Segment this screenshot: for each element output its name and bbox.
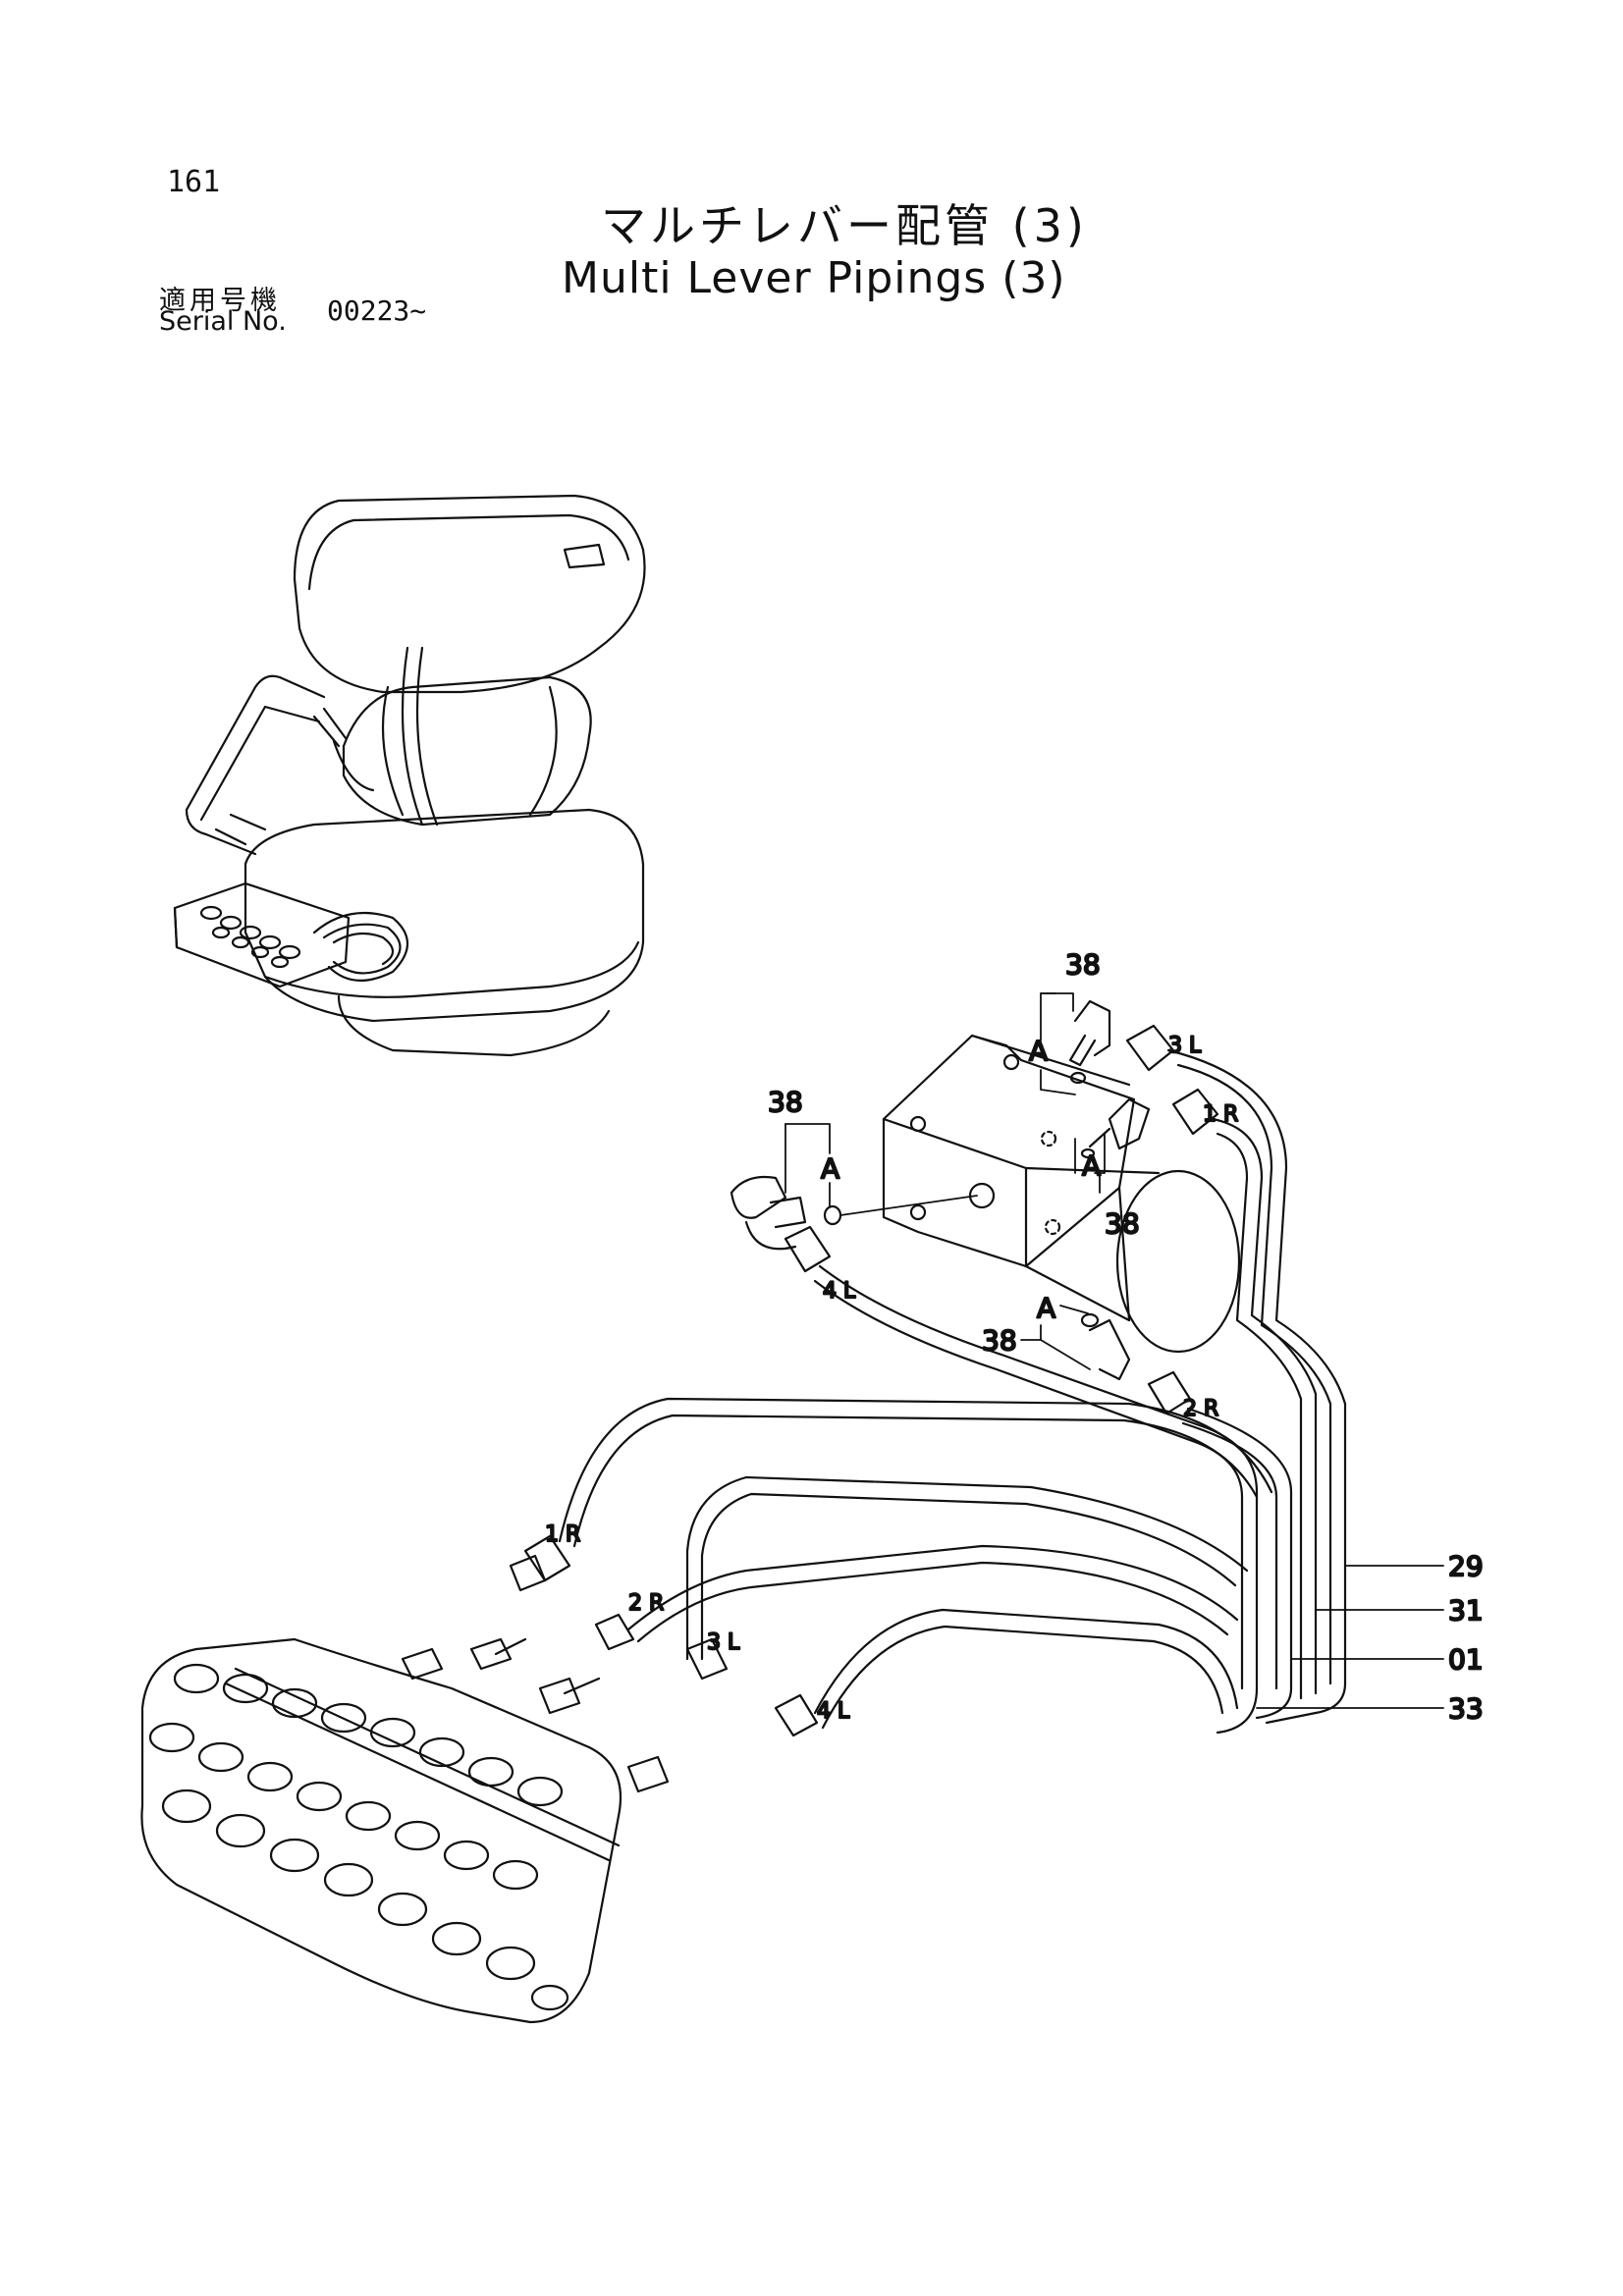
page-title-english: Multi Lever Pipings (3)	[562, 253, 1066, 303]
elbow-fittings	[730, 999, 1151, 1381]
callout-a-right: A	[1082, 1149, 1101, 1182]
callout-a-mid: A	[1037, 1292, 1055, 1324]
part-number-29: 29	[1448, 1550, 1484, 1582]
control-valve-stack	[140, 1554, 670, 2024]
port-label-2r-valve: 2 R	[628, 1591, 664, 1616]
port-label-1r-valve: 1 R	[545, 1522, 580, 1547]
page-number: 161	[167, 165, 221, 199]
console-valve-stack-mini	[199, 905, 301, 969]
port-label-3l-valve: 3 L	[707, 1630, 740, 1655]
leader-lines	[784, 992, 1444, 1709]
serial-label-japanese: 適用号機	[159, 286, 281, 316]
callout-38-left: 38	[768, 1086, 803, 1118]
multi-lever-valve-body	[882, 1034, 1241, 1354]
part-number-33: 33	[1448, 1692, 1484, 1725]
port-label-2r-mid: 2 R	[1183, 1397, 1218, 1421]
hose-runs	[558, 1048, 1347, 1735]
page-title-japanese: マルチレバー配管 (3)	[601, 199, 1088, 252]
port-label-4l-valve: 4 L	[817, 1699, 850, 1724]
port-label-4l-left: 4 L	[823, 1279, 856, 1304]
part-number-01: 01	[1448, 1643, 1484, 1676]
callout-a-top: A	[1029, 1035, 1048, 1067]
part-number-31: 31	[1448, 1594, 1484, 1627]
port-label-1r-top: 1 R	[1203, 1102, 1238, 1127]
callout-38-mid: 38	[982, 1324, 1017, 1357]
serial-label-english: Serial No.	[159, 306, 287, 337]
seat-assembly-overview	[173, 494, 646, 1057]
port-label-3l-top: 3 L	[1168, 1034, 1202, 1058]
callout-38-top: 38	[1065, 948, 1101, 981]
callout-a-left: A	[821, 1152, 839, 1185]
callout-38-right: 38	[1105, 1207, 1140, 1240]
serial-number-value: 00223~	[327, 294, 427, 327]
hose-couplings	[523, 1024, 1219, 1737]
